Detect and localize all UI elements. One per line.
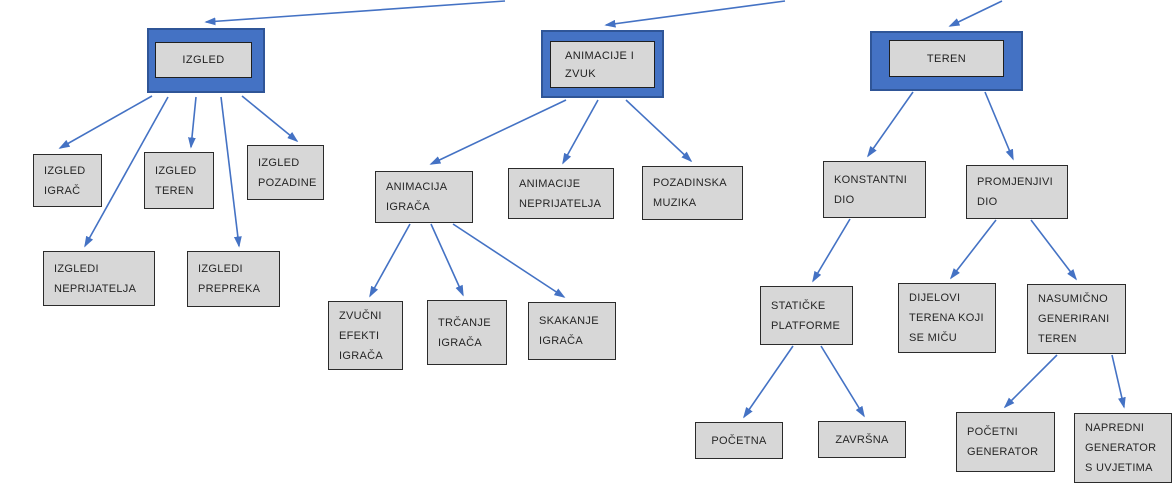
- connector-teren-to-promjenjivi-dio: [984, 91, 1014, 161]
- node-skakanje-igraca-label: SKAKANJE IGRAČA: [539, 315, 599, 347]
- node-izgled-igrac: IZGLED IGRAČ: [33, 154, 102, 207]
- connector-teren-to-konstantni-dio: [867, 91, 914, 158]
- node-animacije-neprijatelja: ANIMACIJE NEPRIJATELJA: [508, 168, 614, 219]
- connector-izgled-to-izgledi-prepreka: [220, 96, 242, 248]
- node-promjenjivi-dio-label: PROMJENJIVI DIO: [977, 176, 1054, 208]
- node-izgled: IZGLED: [147, 28, 265, 93]
- node-zvucni-efekti-igraca-label: ZVUČNI EFEKTI IGRAČA: [339, 309, 383, 362]
- node-staticke-platforme: STATIČKE PLATFORME: [760, 286, 853, 345]
- node-napredni-generator: NAPREDNI GENERATOR S UVJETIMA: [1074, 413, 1172, 483]
- node-nasumicno-generirani-teren-label: NASUMIČNO GENERIRANI TEREN: [1038, 293, 1110, 345]
- node-izgled-igrac-label: IZGLED IGRAČ: [44, 164, 86, 197]
- node-zavrsna-label: ZAVRŠNA: [835, 433, 889, 446]
- node-animacija-igraca: ANIMACIJA IGRAČA: [375, 171, 473, 223]
- node-izgled-label: IZGLED: [155, 42, 252, 78]
- node-izgledi-prepreka: IZGLEDI PREPREKA: [187, 251, 280, 307]
- node-pocetni-generator: POČETNI GENERATOR: [956, 412, 1055, 472]
- connector-nasumicno-to-napredni-generator: [1111, 354, 1126, 409]
- connector-animacije-to-animacija-igraca: [429, 99, 567, 165]
- node-izgledi-prepreka-label: IZGLEDI PREPREKA: [198, 263, 261, 295]
- connector-animacija-igraca-to-skakanje: [452, 223, 566, 298]
- connector-promjenjivi-to-dijelovi-terena: [949, 219, 997, 280]
- connector-staticke-to-zavrsna: [820, 345, 865, 418]
- connector-animacija-igraca-to-zvucni-efekti: [369, 223, 411, 298]
- node-pocetna: POČETNA: [695, 422, 783, 459]
- connector-root-to-izgled: [204, 0, 506, 26]
- connector-animacije-to-animacije-neprijatelja: [562, 99, 599, 165]
- node-izgled-pozadine-label: IZGLED POZADINE: [258, 156, 317, 189]
- node-izgled-pozadine: IZGLED POZADINE: [247, 145, 324, 200]
- connector-izgled-to-izgled-pozadine: [241, 95, 299, 143]
- connector-promjenjivi-to-nasumicno: [1030, 219, 1078, 281]
- node-izgled-teren: IZGLED TEREN: [144, 152, 214, 209]
- node-dijelovi-terena: DIJELOVI TERENA KOJI SE MIČU: [898, 283, 996, 353]
- node-konstantni-dio-label: KONSTANTNI DIO: [834, 173, 908, 206]
- node-konstantni-dio: KONSTANTNI DIO: [823, 161, 926, 218]
- node-animacije-i-zvuk: ANIMACIJE I ZVUK: [541, 30, 664, 98]
- node-zvucni-efekti-igraca: ZVUČNI EFEKTI IGRAČA: [328, 301, 403, 370]
- node-skakanje-igraca: SKAKANJE IGRAČA: [528, 302, 616, 360]
- node-izgledi-neprijatelja-label: IZGLEDI NEPRIJATELJA: [54, 262, 137, 295]
- node-animacije-neprijatelja-label: ANIMACIJE NEPRIJATELJA: [519, 177, 602, 210]
- connector-root-to-animacije-i-zvuk: [604, 0, 786, 28]
- node-trcanje-igraca-label: TRČANJE IGRAČA: [438, 316, 491, 349]
- connector-izgled-to-izgled-igrac: [58, 95, 153, 149]
- node-animacija-igraca-label: ANIMACIJA IGRAČA: [386, 181, 447, 213]
- node-trcanje-igraca: TRČANJE IGRAČA: [427, 300, 507, 365]
- connector-nasumicno-to-pocetni-generator: [1003, 354, 1058, 409]
- node-animacije-i-zvuk-label: ANIMACIJE I ZVUK: [550, 41, 655, 88]
- node-teren-label: TEREN: [889, 40, 1004, 77]
- node-pocetni-generator-label: POČETNI GENERATOR: [967, 426, 1039, 458]
- node-teren: TEREN: [870, 31, 1023, 91]
- node-dijelovi-terena-label: DIJELOVI TERENA KOJI SE MIČU: [909, 292, 984, 344]
- node-pozadinska-muzika-label: POZADINSKA MUZIKA: [653, 177, 727, 209]
- connector-konstantni-to-staticke-platforme: [812, 218, 851, 283]
- connector-root-to-teren: [948, 0, 1003, 27]
- connector-staticke-to-pocetna: [743, 345, 794, 419]
- connector-izgled-to-izgled-teren: [188, 96, 197, 149]
- node-pozadinska-muzika: POZADINSKA MUZIKA: [642, 166, 743, 220]
- node-promjenjivi-dio: PROMJENJIVI DIO: [966, 165, 1068, 219]
- node-pocetna-label: POČETNA: [711, 434, 767, 447]
- node-zavrsna: ZAVRŠNA: [818, 421, 906, 458]
- node-izgledi-neprijatelja: IZGLEDI NEPRIJATELJA: [43, 251, 155, 306]
- node-nasumicno-generirani-teren: NASUMIČNO GENERIRANI TEREN: [1027, 284, 1126, 354]
- node-izgled-teren-label: IZGLED TEREN: [155, 164, 197, 197]
- node-staticke-platforme-label: STATIČKE PLATFORME: [771, 299, 841, 332]
- connector-animacija-igraca-to-trcanje: [430, 223, 464, 297]
- node-napredni-generator-label: NAPREDNI GENERATOR S UVJETIMA: [1085, 422, 1157, 474]
- connector-animacije-to-pozadinska-muzika: [625, 99, 693, 163]
